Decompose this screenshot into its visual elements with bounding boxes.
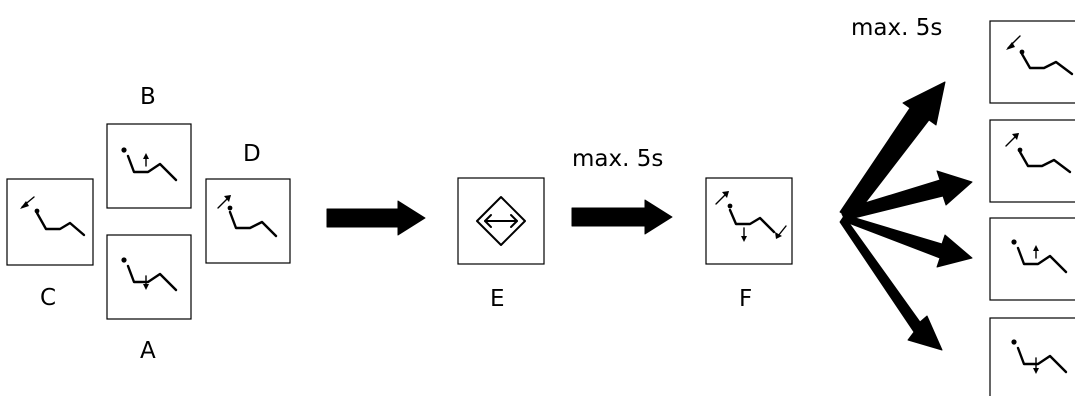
button-b-chair-up-icon[interactable] xyxy=(106,123,192,209)
label-f: F xyxy=(739,286,753,312)
label-d: D xyxy=(243,141,261,167)
flow-arrow-2 xyxy=(571,199,673,235)
label-a: A xyxy=(140,338,156,364)
button-d-tilt-icon[interactable] xyxy=(205,178,291,264)
label-c: C xyxy=(40,285,57,311)
target-tilt-forward-icon xyxy=(989,119,1075,203)
button-a-chair-down-icon[interactable] xyxy=(106,234,192,320)
flow-arrow-1 xyxy=(326,200,426,236)
button-e-program-icon[interactable] xyxy=(457,177,545,265)
label-b: B xyxy=(140,84,156,110)
fan-arrows xyxy=(839,81,973,351)
target-tilt-back-icon xyxy=(989,20,1075,104)
target-down-icon xyxy=(989,317,1075,396)
timing-label-middle: max. 5s xyxy=(572,146,664,172)
button-f-position-icon[interactable] xyxy=(705,177,793,265)
target-up-icon xyxy=(989,217,1075,301)
button-c-backrest-tilt-icon[interactable] xyxy=(6,178,94,266)
label-e: E xyxy=(490,286,505,312)
timing-label-right: max. 5s xyxy=(851,15,943,41)
